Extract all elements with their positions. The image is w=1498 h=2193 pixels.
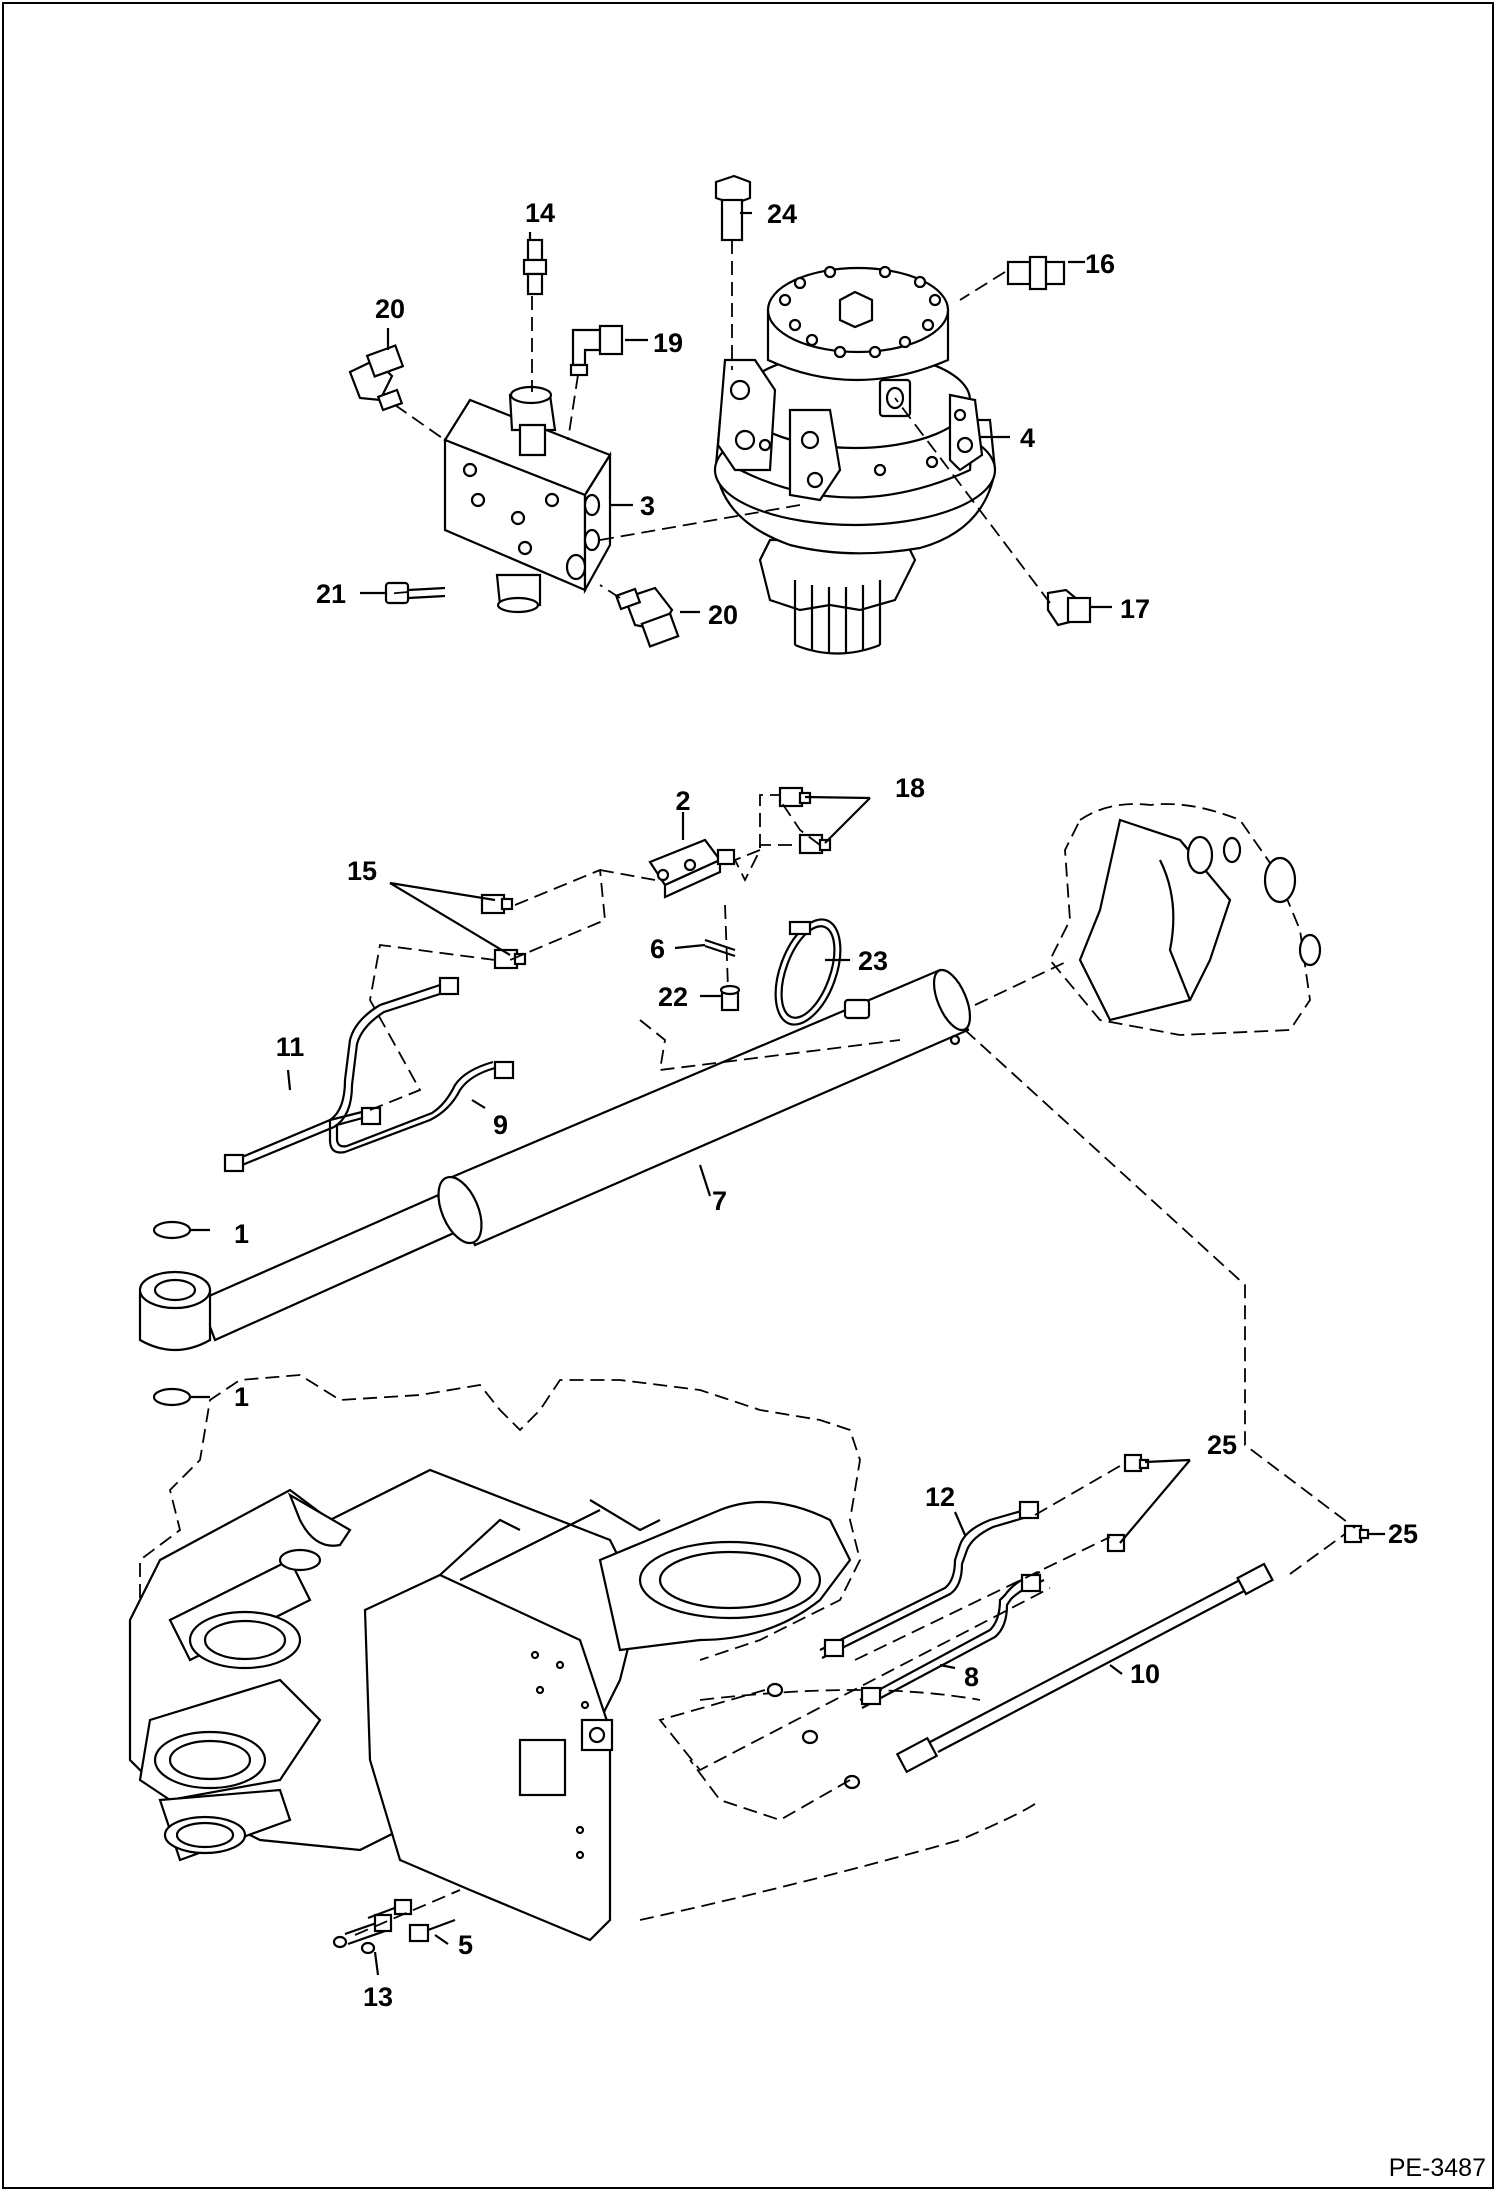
callout-1-upper: 1 xyxy=(234,1219,249,1249)
bolt-24 xyxy=(714,174,752,242)
callout-15: 15 xyxy=(347,856,377,886)
callout-22: 22 xyxy=(658,982,688,1012)
callout-11: 11 xyxy=(276,1032,305,1062)
callout-7: 7 xyxy=(712,1186,727,1216)
callout-20-lower: 20 xyxy=(708,600,738,630)
callout-14: 14 xyxy=(525,198,555,228)
callout-9: 9 xyxy=(493,1110,508,1140)
line-8 xyxy=(859,1570,1045,1709)
fittings-18 xyxy=(778,786,832,855)
hose-10 xyxy=(895,1562,1274,1774)
callout-13: 13 xyxy=(363,1982,393,2012)
line-12 xyxy=(819,1500,1040,1659)
swing-frame xyxy=(128,1374,1041,1955)
callout-8: 8 xyxy=(964,1662,979,1692)
fitting-17 xyxy=(1046,588,1092,627)
swing-motor xyxy=(713,265,997,655)
pin-6 xyxy=(704,938,736,958)
callout-17: 17 xyxy=(1120,594,1150,624)
callout-21: 21 xyxy=(316,579,346,609)
callout-2: 2 xyxy=(675,786,690,816)
clamp-23 xyxy=(774,918,842,1026)
cylinder xyxy=(138,968,972,1407)
fitting-16 xyxy=(1006,255,1066,291)
callout-20-upper: 20 xyxy=(375,294,405,324)
callout-25-upper: 25 xyxy=(1207,1430,1237,1460)
callout-16: 16 xyxy=(1085,249,1115,279)
callout-10: 10 xyxy=(1130,1659,1160,1689)
nuts-frame xyxy=(766,1682,861,1790)
fitting-19 xyxy=(569,324,624,377)
fittings-15 xyxy=(480,893,527,970)
manifold-block xyxy=(648,838,736,899)
mounting-pad xyxy=(1048,803,1322,1036)
leader-lines xyxy=(190,211,1385,1976)
callout-6: 6 xyxy=(650,934,665,964)
line-11 xyxy=(223,976,460,1173)
line-9 xyxy=(328,1060,515,1154)
callout-23: 23 xyxy=(858,946,888,976)
valve-block xyxy=(443,385,612,614)
callout-4: 4 xyxy=(1020,423,1035,453)
callout-24: 24 xyxy=(767,199,797,229)
screw-22 xyxy=(719,984,741,1012)
callout-3: 3 xyxy=(640,491,655,521)
bracket-bolts-5 xyxy=(332,1898,456,1955)
callout-12: 12 xyxy=(925,1482,955,1512)
callout-19: 19 xyxy=(653,328,683,358)
assembly-lines xyxy=(354,240,1356,1936)
fitting-20-upper xyxy=(348,344,405,412)
callout-18: 18 xyxy=(895,773,925,803)
callout-1-lower: 1 xyxy=(234,1382,249,1412)
fittings-25 xyxy=(1106,1453,1370,1553)
reference-code: PE-3487 xyxy=(1388,2154,1486,2182)
fitting-20-lower xyxy=(614,586,680,648)
callout-25-lower: 25 xyxy=(1388,1519,1418,1549)
callout-numbers: 14 19 20 3 21 20 24 16 4 17 2 18 15 6 22… xyxy=(234,198,1418,2012)
fitting-14 xyxy=(522,238,548,296)
callout-5: 5 xyxy=(458,1930,473,1960)
